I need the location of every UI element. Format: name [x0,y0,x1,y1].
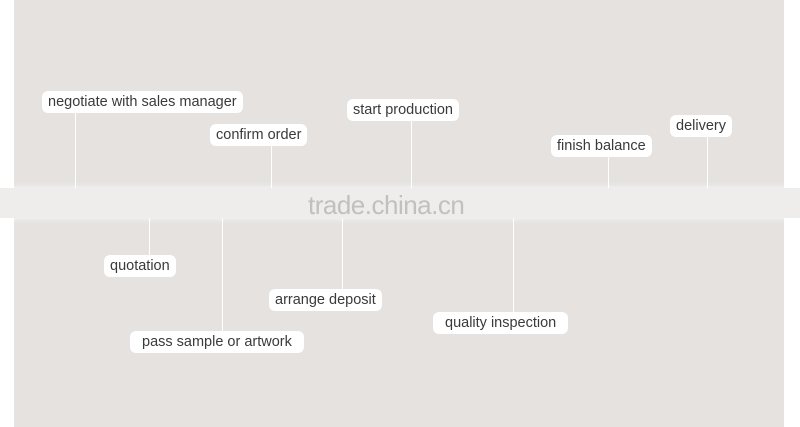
connector-pass-sample [222,218,223,331]
connector-finish-balance [608,156,609,188]
step-confirm-order: confirm order [210,124,308,146]
step-quality-inspection: quality inspection [433,312,569,334]
connector-delivery [707,137,708,188]
watermark: trade.china.cn [308,190,465,220]
step-pass-sample: pass sample or artwork [130,331,304,353]
connector-arrange-deposit [342,218,343,290]
timeline-band [0,188,800,218]
connector-confirm-order [271,145,272,188]
step-quotation: quotation [104,255,176,277]
step-start-production: start production [347,99,459,121]
step-negotiate: negotiate with sales manager [42,91,243,113]
step-finish-balance: finish balance [551,135,652,157]
step-delivery: delivery [670,115,732,137]
connector-negotiate [75,112,76,188]
step-arrange-deposit: arrange deposit [269,289,382,311]
connector-start-production [411,120,412,188]
connector-quality-inspection [513,218,514,313]
connector-quotation [149,218,150,255]
